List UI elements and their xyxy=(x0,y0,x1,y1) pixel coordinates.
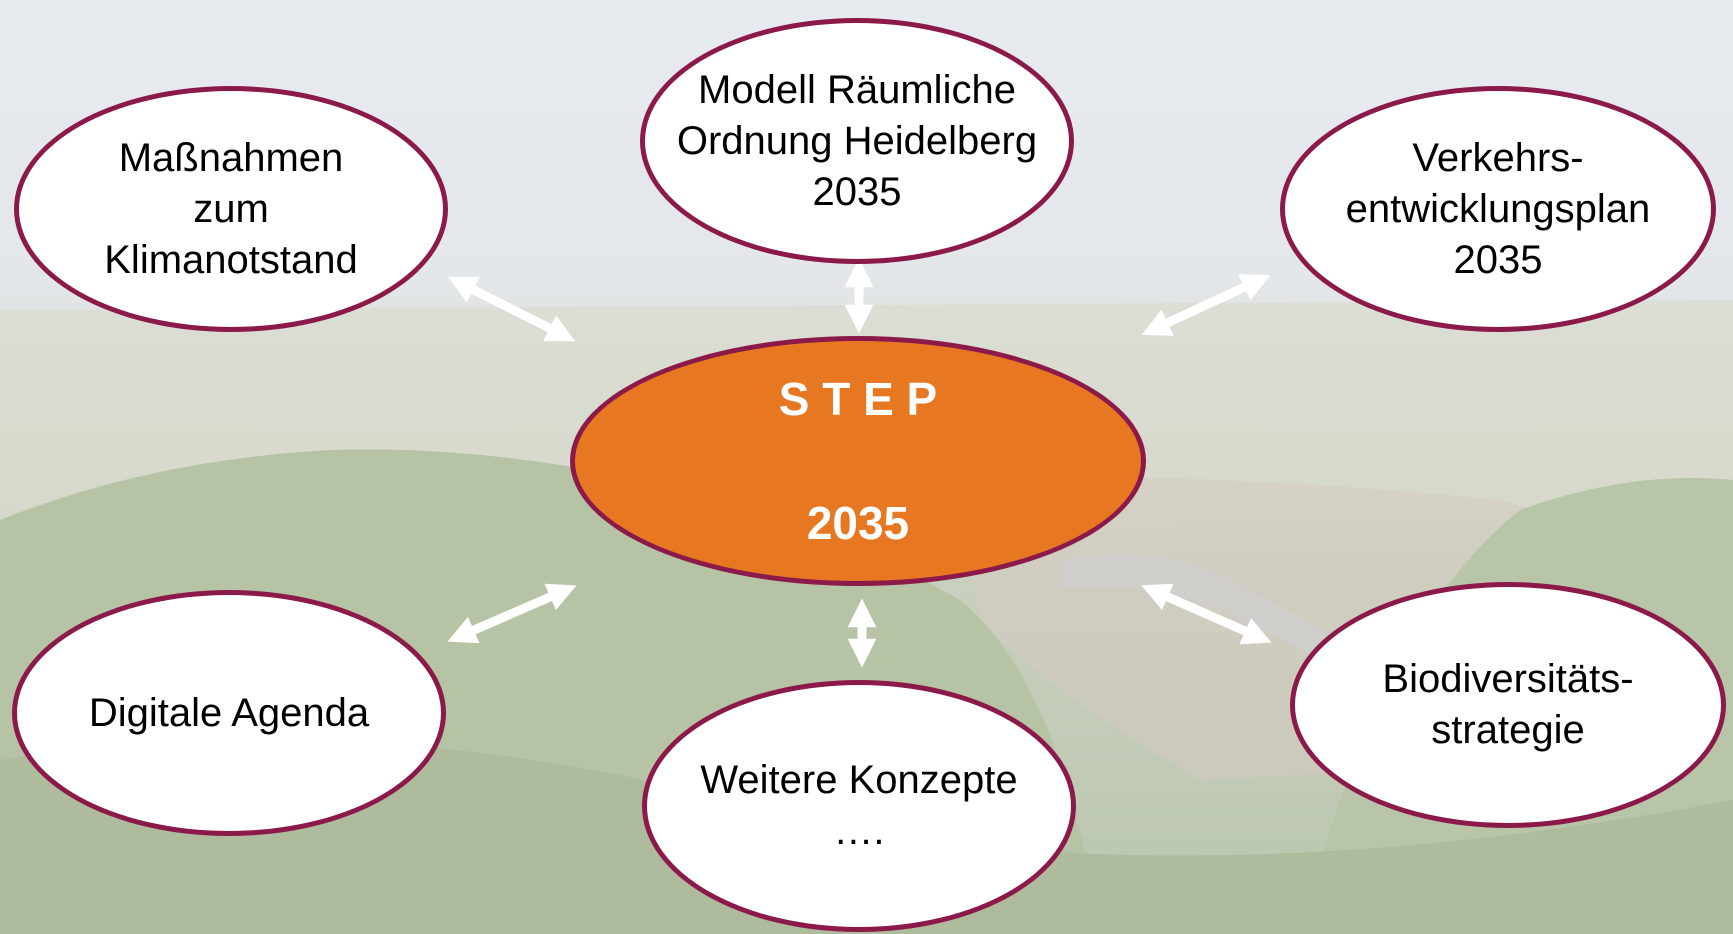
node-digital-label: Digitale Agenda xyxy=(88,690,370,735)
node-verkehr-label: Verkehrs- entwicklungsplan 2035 xyxy=(1345,135,1651,282)
node-step-2035: S T E P 2035 xyxy=(570,336,1146,586)
node-klimanotstand-label: Maßnahmen zum Klimanotstand xyxy=(104,135,358,282)
node-bio-label: Biodiversitäts- strategie xyxy=(1382,657,1634,752)
node-modell-raeumliche-ordnung: Modell Räumliche Ordnung Heidelberg 2035 xyxy=(640,18,1074,264)
step-title: S T E P xyxy=(778,373,938,425)
step-year: 2035 xyxy=(806,497,910,549)
node-step-label: S T E P 2035 xyxy=(779,306,937,616)
node-weitere-konzepte: Weitere Konzepte …. xyxy=(642,680,1076,932)
node-digitale-agenda: Digitale Agenda xyxy=(12,590,446,836)
node-verkehrsentwicklungsplan: Verkehrs- entwicklungsplan 2035 xyxy=(1280,86,1716,332)
node-biodiversitaetsstrategie: Biodiversitäts- strategie xyxy=(1290,582,1726,828)
node-weitere-label: Weitere Konzepte …. xyxy=(700,758,1018,853)
node-modell-label: Modell Räumliche Ordnung Heidelberg 2035 xyxy=(676,67,1038,214)
node-klimanotstand: Maßnahmen zum Klimanotstand xyxy=(14,86,448,332)
